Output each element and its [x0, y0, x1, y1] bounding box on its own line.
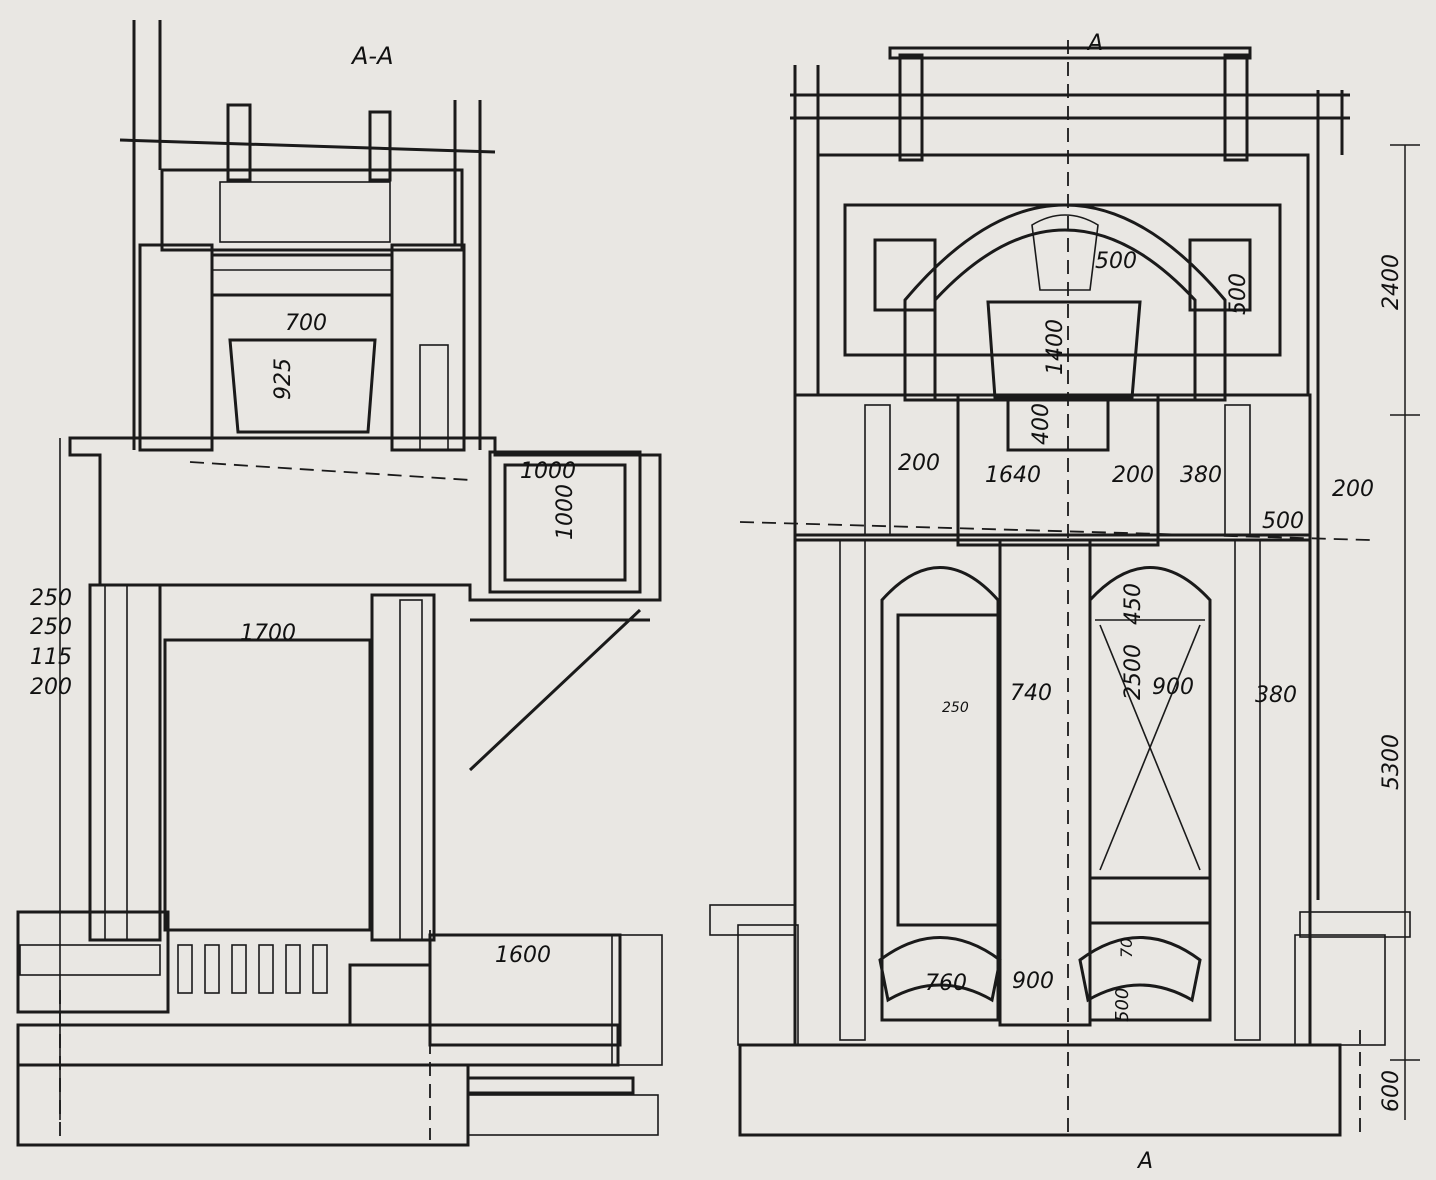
dim-400: 400: [1029, 403, 1054, 445]
cut-marker-bottom: A: [1136, 1149, 1153, 1174]
dim-900-chamber: 900: [1152, 675, 1194, 700]
dim-500-side: 500: [1226, 273, 1251, 315]
dim-1400: 1400: [1043, 319, 1068, 375]
dim-70: 70: [1117, 938, 1136, 958]
dim-200-right: 200: [1332, 477, 1374, 502]
dim-5300: 5300: [1379, 734, 1404, 790]
dim-500-crown: 500: [1095, 249, 1137, 274]
dim-1000-horizontal: 1000: [520, 459, 576, 484]
dim-250-bottom: 250: [30, 615, 72, 640]
dim-1600: 1600: [495, 943, 551, 968]
dim-380-top: 380: [1180, 463, 1222, 488]
dim-2500: 2500: [1121, 644, 1146, 700]
dim-200-mid: 200: [1112, 463, 1154, 488]
dimension-labels: A-A A A 700 925 1000 1000 1700 1600 250 …: [30, 31, 1404, 1174]
dim-115: 115: [30, 645, 72, 670]
right-elevation-view: [709, 40, 1420, 1140]
dim-250-top: 250: [30, 586, 72, 611]
cut-marker-top: A: [1086, 31, 1103, 56]
dim-200: 200: [30, 675, 72, 700]
dim-380-side: 380: [1255, 683, 1297, 708]
dim-1700: 1700: [240, 621, 296, 646]
dim-925: 925: [271, 358, 296, 400]
dim-250-checker: 250: [942, 700, 969, 716]
dim-760: 760: [925, 971, 967, 996]
dim-900-base: 900: [1012, 969, 1054, 994]
dim-1000-vertical: 1000: [553, 484, 578, 540]
dim-450: 450: [1121, 583, 1146, 625]
dim-600: 600: [1379, 1070, 1404, 1112]
grate-bars: [177, 944, 328, 994]
section-title: A-A: [350, 42, 394, 70]
dim-2400: 2400: [1379, 254, 1404, 310]
dim-500-base: 500: [1112, 988, 1133, 1022]
dim-740: 740: [1010, 681, 1052, 706]
dim-500-right: 500: [1262, 509, 1304, 534]
dim-1640: 1640: [985, 463, 1041, 488]
dim-700: 700: [285, 311, 327, 336]
dim-200-left: 200: [898, 451, 940, 476]
left-section-view: [16, 20, 663, 1147]
